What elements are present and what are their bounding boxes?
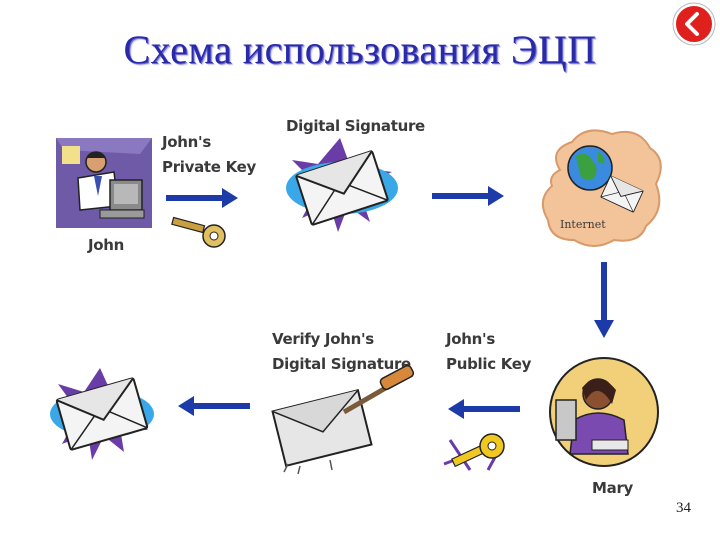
- verify-label-line1: Verify John's: [272, 330, 374, 348]
- private-key-label-line2: Private Key: [162, 158, 257, 176]
- internet-label: Internet: [560, 218, 606, 231]
- slide-title: Схема использования ЭЦП: [123, 27, 597, 72]
- arrow-signature-to-internet: [432, 186, 504, 206]
- digital-signature-label: Digital Signature: [286, 117, 425, 135]
- internet-globe-icon: Internet: [541, 129, 662, 247]
- mary-label: Mary: [592, 479, 634, 497]
- signed-envelope-icon: [286, 138, 398, 232]
- arrow-john-to-signature: [166, 188, 238, 208]
- john-computer-icon: [56, 138, 152, 228]
- verify-label-line2: Digital Signature: [272, 355, 411, 373]
- arrow-verify-to-final: [178, 396, 250, 416]
- page-number: 34: [676, 500, 691, 516]
- john-label: John: [87, 236, 124, 254]
- final-envelope-icon: [50, 368, 154, 460]
- private-key-icon: [171, 216, 226, 248]
- arrow-mary-to-verify: [448, 399, 520, 419]
- public-key-label-line2: Public Key: [446, 355, 532, 373]
- arrow-internet-to-mary: [594, 262, 614, 338]
- private-key-label-line1: John's: [161, 133, 211, 151]
- verify-envelope-icon: [271, 364, 415, 475]
- public-key-icon: [443, 433, 505, 471]
- back-arrow-icon[interactable]: [672, 2, 716, 46]
- public-key-label-line1: John's: [445, 330, 495, 348]
- mary-computer-icon: [549, 357, 659, 467]
